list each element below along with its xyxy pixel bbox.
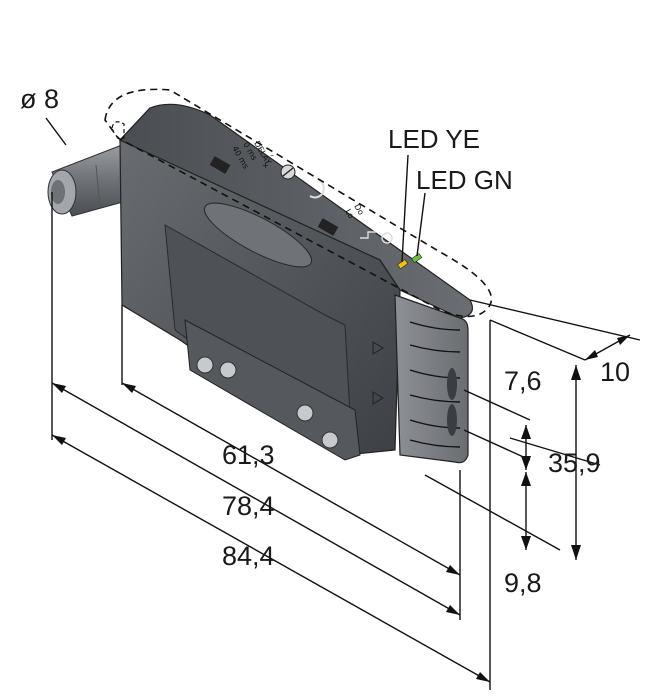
dimension-lines [45,117,641,690]
lo-label: Lo [343,208,355,221]
triangle-marker-lower [372,391,384,405]
dim-height-total: 35,9 [548,448,601,478]
front-ribs [409,321,461,448]
diameter-label: ø 8 [20,84,59,114]
led-ye-label: LED YE [388,124,480,154]
dim-height-lower: 9,8 [504,568,542,598]
dim-height-upper: 7,6 [504,366,542,396]
led-green [411,253,423,264]
dim-length-body: 61,3 [222,440,275,470]
mounting-screws [196,356,339,449]
clearance-outline-small [111,121,125,139]
led-gn-label: LED GN [416,165,513,195]
indicator-symbol-icon [381,232,393,244]
potentiometer [280,164,296,180]
rotation-arrow-icon [309,179,325,199]
led-yellow [397,259,409,270]
minus-label: – [270,151,274,160]
front-cap [394,294,469,464]
dim-width: 10 [600,357,630,387]
oval-window [203,202,313,268]
plus-label: + [262,161,269,170]
dim-length-mid: 78,4 [222,491,275,521]
output-symbol-icon [360,231,376,239]
dim-length-total: 84,4 [222,541,275,571]
cable [47,144,131,217]
sensor-device: 40 ms 0 ms DELAY + – Lo Do [47,88,493,464]
mounting-rail [184,319,361,461]
triangle-marker-upper [372,341,384,355]
